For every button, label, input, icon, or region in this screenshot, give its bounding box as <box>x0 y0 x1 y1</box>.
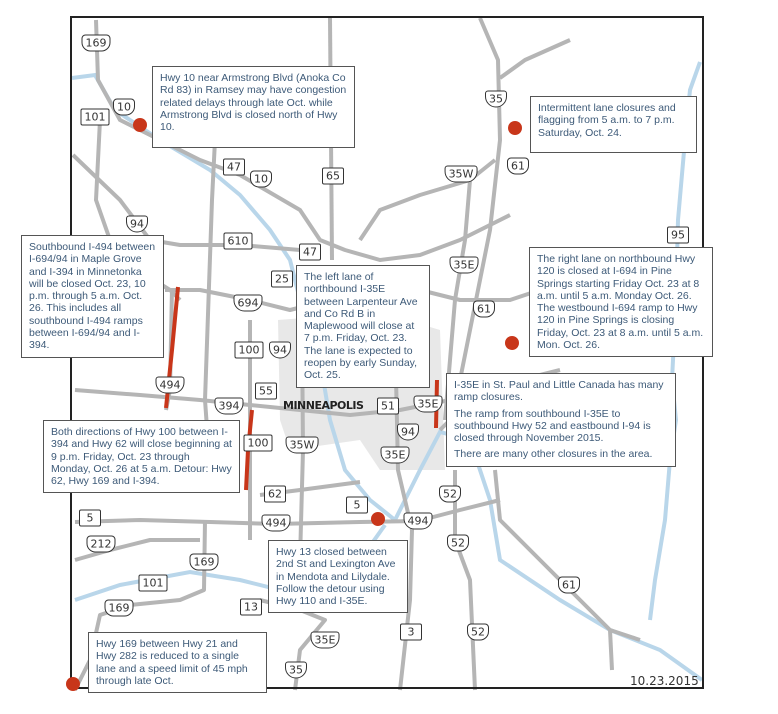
highway-shield: 47 <box>223 158 245 176</box>
highway-shield: 61 <box>558 576 580 594</box>
highway-shield: 47 <box>299 243 321 261</box>
highway-shield: 51 <box>377 397 399 415</box>
highway-shield: 35E <box>449 256 479 274</box>
callout-hwy120: The right lane on northbound Hwy 120 is … <box>529 247 713 358</box>
callout-text: Intermittent lane closures and flagging … <box>538 102 676 139</box>
highway-shield: 25 <box>271 270 293 288</box>
highway-shield: 494 <box>155 376 185 394</box>
callout-text: Both directions of Hwy 100 between I-394… <box>51 426 232 488</box>
highway-shield: 694 <box>233 294 263 312</box>
highway-shield: 169 <box>189 553 219 571</box>
callout-text: Hwy 10 near Armstrong Blvd (Anoka Co Rd … <box>160 72 347 134</box>
callout-hwy13: Hwy 13 closed between 2nd St and Lexingt… <box>268 540 408 614</box>
callout-text: There are many other closures in the are… <box>454 448 653 461</box>
highway-shield: 35E <box>380 446 410 464</box>
highway-shield: 10 <box>250 170 272 188</box>
highway-shield: 100 <box>243 434 273 452</box>
callout-i494: Southbound I-494 between I-694/94 in Map… <box>21 235 164 358</box>
highway-shield: 94 <box>269 341 291 359</box>
closure-marker-hwy120[interactable] <box>505 336 519 350</box>
callout-i35e-left-lane: The left lane of northbound I-35E betwee… <box>296 265 430 388</box>
callout-hwy169: Hwy 169 between Hwy 21 and Hwy 282 is re… <box>88 632 267 694</box>
highway-shield: 55 <box>255 382 277 400</box>
highway-shield: 35E <box>310 631 340 649</box>
highway-shield: 5 <box>346 496 368 514</box>
highway-shield: 101 <box>138 574 168 592</box>
highway-shield: 212 <box>86 535 116 553</box>
highway-shield: 169 <box>81 34 111 52</box>
highway-shield: 61 <box>507 157 529 175</box>
callout-text: The ramp from southbound I-35E to southb… <box>454 407 651 445</box>
highway-shield: 62 <box>264 485 286 503</box>
highway-shield: 35 <box>285 661 307 679</box>
highway-shield: 5 <box>79 509 101 527</box>
highway-shield: 10 <box>113 98 135 116</box>
callout-intermittent-closures: Intermittent lane closures and flagging … <box>530 96 697 153</box>
highway-shield: 494 <box>403 512 433 530</box>
closure-marker-hwy61[interactable] <box>508 121 522 135</box>
highway-shield: 394 <box>214 397 244 415</box>
highway-shield: 35W <box>444 165 478 183</box>
callout-hwy10: Hwy 10 near Armstrong Blvd (Anoka Co Rd … <box>152 66 355 148</box>
closure-marker-hwy169[interactable] <box>66 677 80 691</box>
highway-shield: 35 <box>485 90 507 108</box>
closure-marker-hwy10[interactable] <box>133 118 147 132</box>
callout-text: I-35E in St. Paul and Little Canada has … <box>454 379 664 404</box>
highway-shield: 101 <box>80 108 110 126</box>
highway-shield: 13 <box>240 598 262 616</box>
callout-text: The right lane on northbound Hwy 120 is … <box>537 253 704 352</box>
highway-shield: 94 <box>126 215 148 233</box>
highway-shield: 52 <box>439 485 461 503</box>
highway-shield: 35E <box>413 395 443 413</box>
callout-text: Southbound I-494 between I-694/94 in Map… <box>29 241 156 352</box>
highway-shield: 52 <box>467 623 489 641</box>
closure-marker-hwy13[interactable] <box>371 512 385 526</box>
highway-shield: 3 <box>400 623 422 641</box>
highway-shield: 100 <box>234 341 264 359</box>
highway-shield: 94 <box>397 423 419 441</box>
highway-shield: 95 <box>667 226 689 244</box>
callout-text: Hwy 13 closed between 2nd St and Lexingt… <box>276 546 396 608</box>
callout-hwy100: Both directions of Hwy 100 between I-394… <box>43 420 240 494</box>
callout-text: Hwy 169 between Hwy 21 and Hwy 282 is re… <box>96 638 248 687</box>
highway-shield: 610 <box>223 232 253 250</box>
map-date: 10.23.2015 <box>630 674 699 688</box>
highway-shield: 35W <box>285 436 319 454</box>
highway-shield: 65 <box>322 167 344 185</box>
highway-shield: 61 <box>473 300 495 318</box>
city-label-minneapolis: MINNEAPOLIS <box>283 399 364 412</box>
highway-shield: 169 <box>104 599 134 617</box>
callout-i35e-st-paul: I-35E in St. Paul and Little Canada has … <box>446 373 676 467</box>
highway-shield: 494 <box>261 514 291 532</box>
mississippi-river <box>71 72 704 682</box>
highway-shield: 52 <box>447 534 469 552</box>
callout-text: The left lane of northbound I-35E betwee… <box>304 271 418 382</box>
